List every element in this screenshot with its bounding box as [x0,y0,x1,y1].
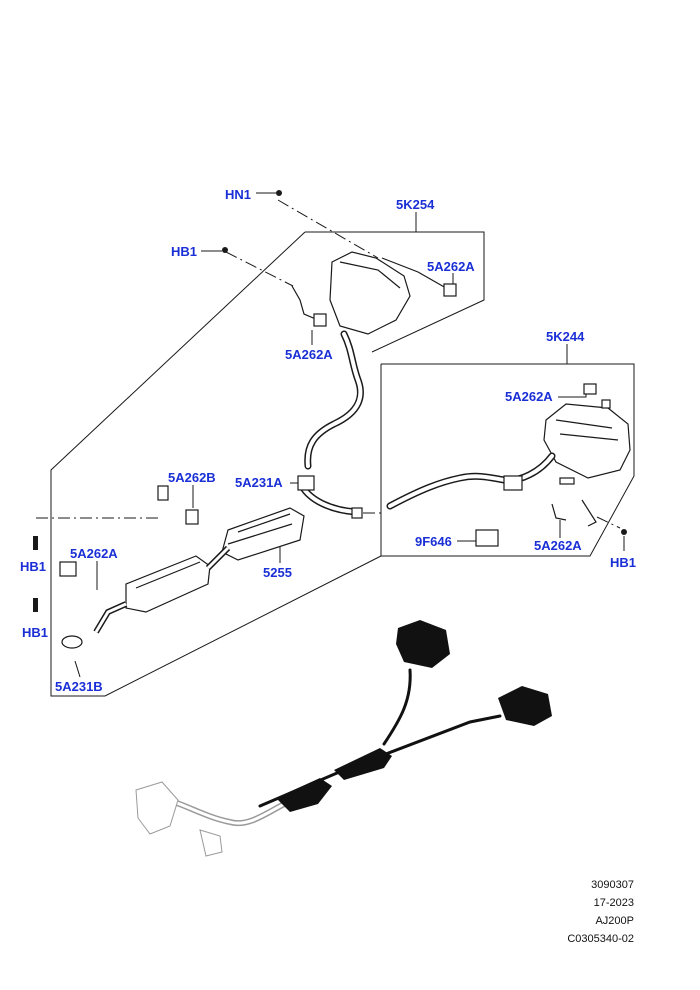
callout-5a262a-right-top[interactable]: 5A262A [505,389,553,404]
callout-hb1-right[interactable]: HB1 [610,555,637,570]
align-hb1-top [225,251,294,287]
footer-line-3: AJ200P [595,915,634,927]
center-muffler-5255 [221,475,363,561]
callout-5a262a-upper-right[interactable]: 5A262A [427,259,475,274]
footer-line-1: 3090307 [591,879,634,891]
leader-262a-rt [558,390,587,398]
callout-5a262b[interactable]: 5A262B [168,470,216,485]
overview-silhouette [135,620,552,857]
footer-line-2: 17-2023 [593,897,634,909]
k254-frame [305,231,485,353]
footer-line-4: C0305340-02 [567,933,634,945]
callout-5a231b[interactable]: 5A231B [55,679,103,694]
rear-muffler-right [386,383,631,547]
callout-5k254[interactable]: 5K254 [396,197,435,212]
front-resonator [59,485,231,649]
callout-hb1-top[interactable]: HB1 [171,244,198,259]
fasteners [33,190,627,612]
callout-5a231a[interactable]: 5A231A [235,475,283,490]
callout-5a262a-front[interactable]: 5A262A [70,546,118,561]
callout-hb1-left-upper[interactable]: HB1 [20,559,47,574]
callout-5a262a-upper-left[interactable]: 5A262A [285,347,333,362]
rear-muffler-upper [291,251,457,470]
leader-231b [74,660,81,678]
callout-hb1-left-lower[interactable]: HB1 [22,625,49,640]
callout-5255[interactable]: 5255 [263,565,292,580]
front-section-frame [50,231,382,697]
callout-5k244[interactable]: 5K244 [546,329,585,344]
callout-hn1[interactable]: HN1 [225,187,252,202]
callout-9f646[interactable]: 9F646 [415,534,452,549]
callout-5a262a-right-bottom[interactable]: 5A262A [534,538,582,553]
k244-frame [380,363,635,557]
align-hn1 [277,199,379,259]
align-right-hb1 [596,516,621,529]
